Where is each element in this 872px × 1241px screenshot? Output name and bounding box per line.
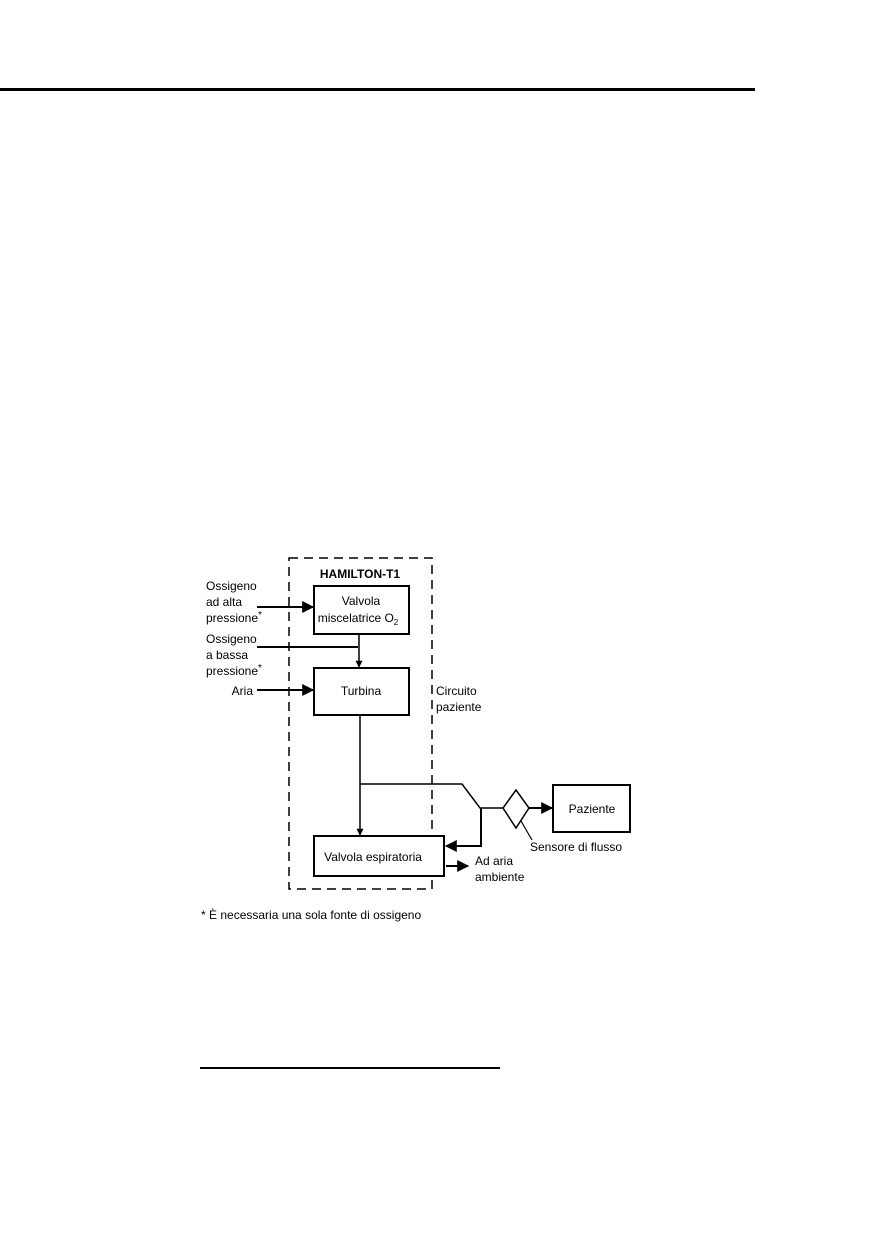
low-pressure-o2-label-line3: pressione* — [206, 663, 262, 678]
expiratory-limb — [444, 808, 482, 852]
low-pressure-o2-label-line2: a bassa — [206, 648, 248, 662]
high-pressure-o2-label-line2: ad alta — [206, 595, 242, 609]
device-enclosure — [288, 557, 433, 890]
room-air-label-line2: ambiente — [475, 870, 525, 884]
mixer-valve-label-line1: Valvola — [342, 594, 381, 608]
patient-label: Paziente — [569, 802, 616, 816]
turbine-label: Turbina — [341, 684, 382, 698]
mixer-valve-label-line2: miscelatrice O2 — [318, 611, 399, 627]
expiratory-valve-block — [313, 835, 445, 877]
room-air-label-line1: Ad aria — [475, 854, 513, 868]
flow-sensor-label: Sensore di flusso — [530, 840, 622, 854]
flow-sensor-leader — [520, 820, 533, 841]
low-pressure-o2-label-line1: Ossigeno — [206, 632, 257, 646]
turbine-block — [313, 667, 410, 716]
expiratory-valve-label: Valvola espiratoria — [324, 850, 422, 864]
high-pressure-o2-label-line3: pressione* — [206, 610, 262, 625]
inspiratory-limb — [360, 783, 503, 809]
patient-circuit-label-line1: Circuito — [436, 684, 477, 698]
device-name-label: HAMILTON-T1 — [320, 567, 401, 581]
high-pressure-o2-label-line1: Ossigeno — [206, 579, 257, 593]
patient-circuit-label-line2: paziente — [436, 700, 482, 714]
oxygen-source-footnote: * È necessaria una sola fonte di ossigen… — [201, 907, 421, 922]
footnote-rule — [200, 1067, 500, 1069]
header-rule — [0, 88, 755, 91]
flow-sensor-diamond — [502, 788, 530, 830]
air-label: Aria — [232, 684, 254, 698]
